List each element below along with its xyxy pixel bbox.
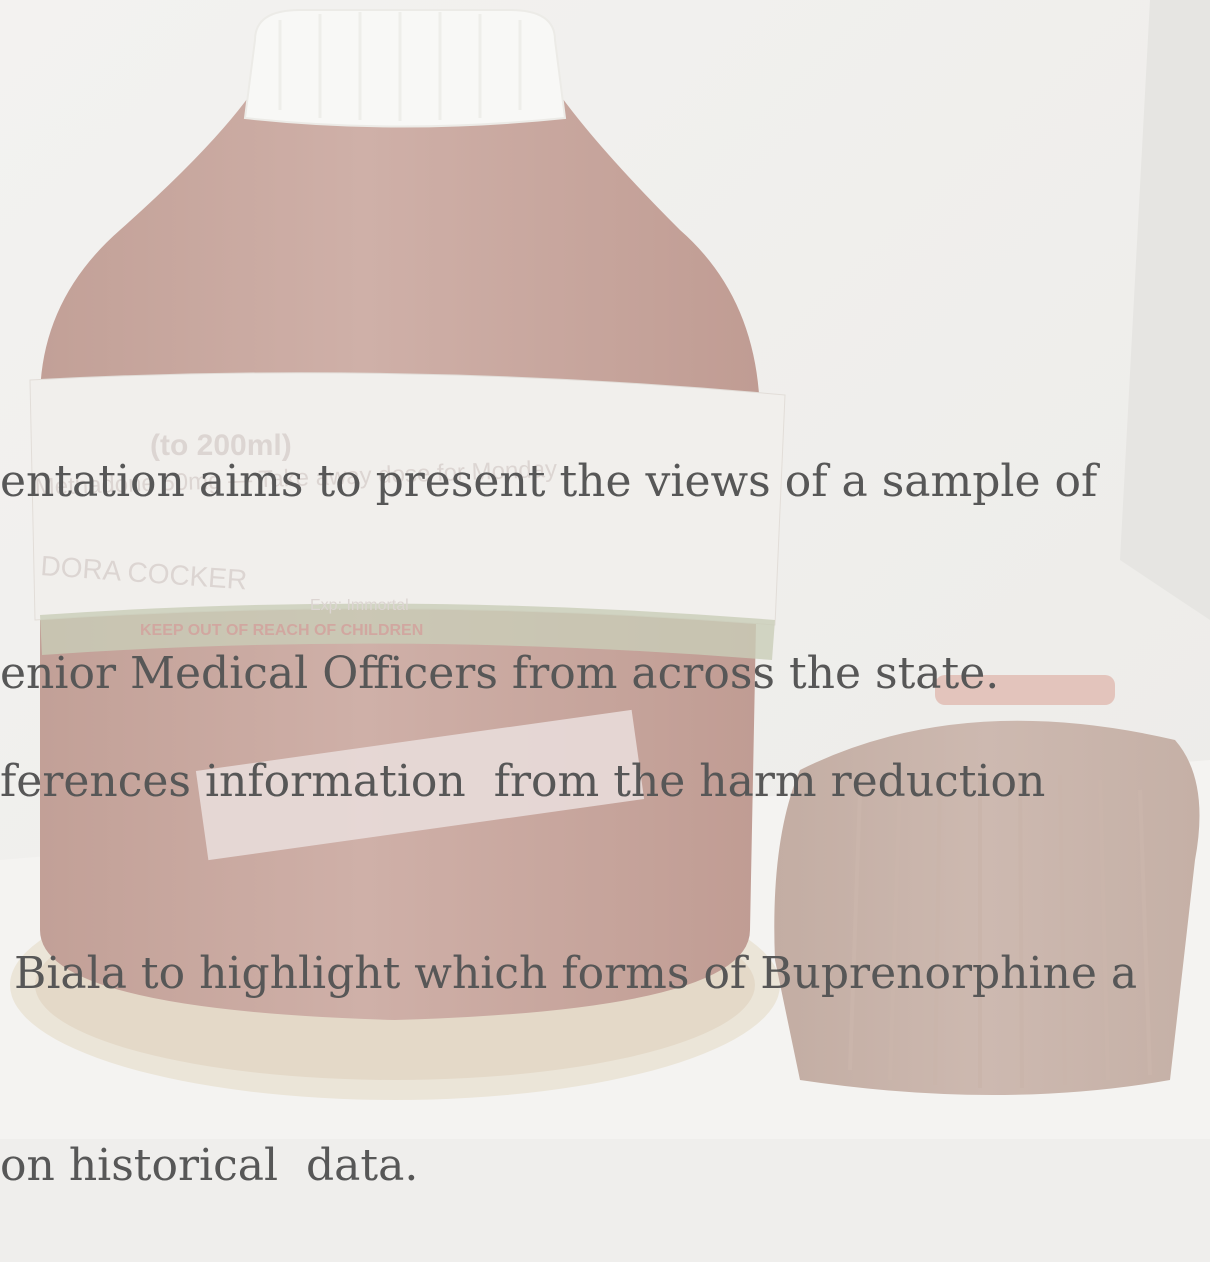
label-line-1: (to 200ml) [150, 429, 292, 462]
bottle-cap [243, 9, 567, 128]
label-line-4: Exp: Immortal [310, 597, 409, 614]
red-cap-top [935, 675, 1115, 705]
paragraph-2: ferences information from the harm reduc… [0, 622, 1210, 1262]
background-photo: (to 200ml) Methadone 50mg — Take away do… [0, 0, 1210, 1139]
paragraph-2-line-2: Biala to highlight which forms of Bupren… [0, 948, 1138, 999]
warning-sticker [195, 709, 645, 861]
paragraph-1: entation aims to present the views of a … [0, 322, 1210, 770]
jar-body [774, 720, 1200, 1095]
wall-shadow [1120, 0, 1210, 620]
paragraph-1-line-1: entation aims to present the views of a … [0, 456, 1098, 507]
label-line-5: KEEP OUT OF REACH OF CHILDREN [140, 622, 423, 639]
paragraph-2-line-1: ferences information from the harm reduc… [0, 756, 1046, 807]
paragraph-2-line-3: on historical data. [0, 1140, 419, 1191]
paragraph-1-line-2: enior Medical Officers from across the s… [0, 648, 1000, 699]
